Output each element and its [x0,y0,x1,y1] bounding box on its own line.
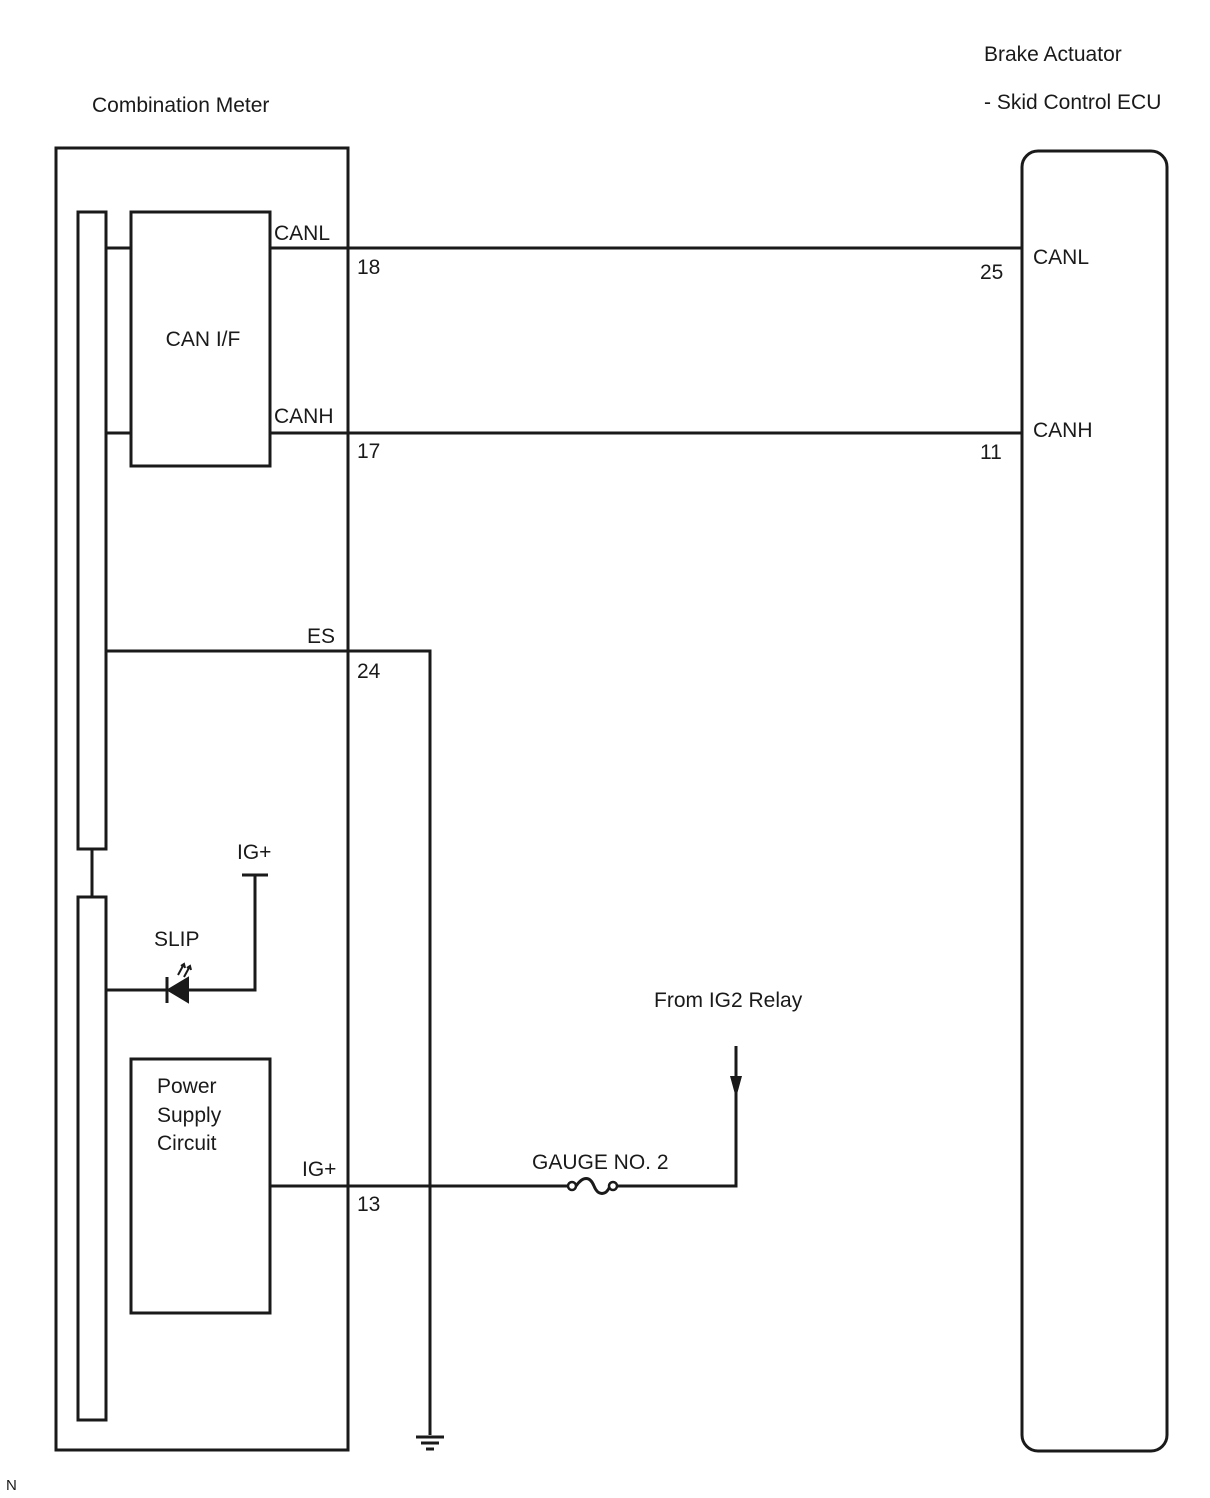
canl-ecu-signal: CANL [1033,246,1089,269]
led-icon [165,962,192,1004]
ig-plus-internal-label: IG+ [237,841,271,864]
ig-meter-pin: 13 [357,1193,380,1216]
can-if-label: CAN I/F [166,328,241,351]
arrow-down-icon [730,1076,742,1098]
es-meter-pin: 24 [357,660,381,683]
corner-mark: N [6,1477,17,1494]
power-supply-label-2: Supply [157,1104,222,1127]
power-source-label: From IG2 Relay [654,989,803,1012]
power-supply-label-1: Power [157,1075,217,1098]
internal-bus-upper [76,210,108,851]
combination-meter-title: Combination Meter [92,94,269,117]
slip-led-wire [106,875,257,992]
skid-control-ecu-title: - Skid Control ECU [984,91,1161,114]
brake-actuator-box [1020,149,1169,1453]
canh-meter-pin: 17 [357,440,380,463]
ig-meter-signal: IG+ [302,1158,336,1181]
canl-ecu-pin: 25 [980,261,1003,284]
fuse-label: GAUGE NO. 2 [532,1151,669,1174]
can-if-block [129,210,272,468]
es-ground-wire [106,649,432,1435]
brake-actuator-title: Brake Actuator [984,43,1122,66]
power-supply-block [129,1057,272,1315]
fuse-icon [566,1177,619,1195]
canh-meter-signal: CANH [274,405,334,428]
es-meter-signal: ES [307,625,335,648]
internal-bus-lower [76,895,108,1422]
slip-label: SLIP [154,928,200,951]
canl-meter-signal: CANL [274,222,330,245]
canh-ecu-signal: CANH [1033,419,1093,442]
canl-meter-pin: 18 [357,256,380,279]
canh-ecu-pin: 11 [980,441,1002,464]
power-supply-label-3: Circuit [157,1132,217,1155]
ground-icon [416,1435,444,1451]
